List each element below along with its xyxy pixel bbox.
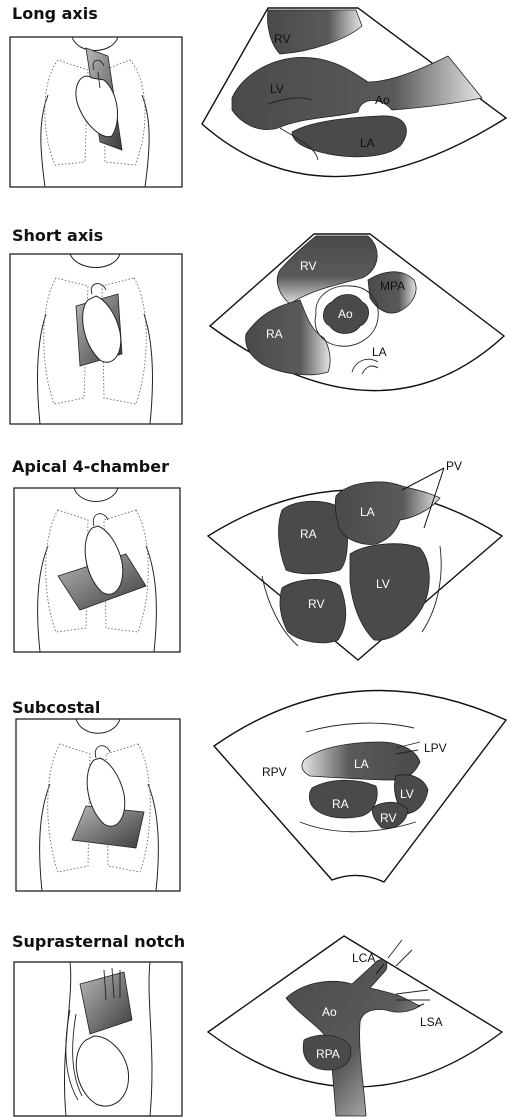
panel-short-axis: Short axis RV MPA Ao RA LA bbox=[0, 214, 514, 436]
label-rpa: RPA bbox=[316, 1047, 340, 1061]
echo-sector: RPV LPV LA RA LV RV bbox=[214, 690, 506, 882]
torso-illustration bbox=[10, 254, 182, 424]
echo-sector: LCA Ao LSA RPA bbox=[208, 936, 502, 1116]
suprasternal-notch-diagram: LCA Ao LSA RPA bbox=[0, 900, 514, 1120]
panel-apical-4-chamber: Apical 4-chamber PV LA RA LV RV bbox=[0, 436, 514, 668]
torso-illustration bbox=[16, 719, 180, 891]
label-mpa: MPA bbox=[380, 279, 405, 293]
echo-sector: PV LA RA LV RV bbox=[208, 459, 502, 660]
torso-illustration bbox=[14, 962, 182, 1116]
label-ao: Ao bbox=[322, 1005, 337, 1019]
label-ra: RA bbox=[266, 327, 283, 341]
label-pv: PV bbox=[446, 459, 462, 473]
label-lpv: LPV bbox=[424, 741, 447, 755]
label-la: LA bbox=[354, 757, 369, 771]
label-ao: Ao bbox=[375, 93, 390, 107]
torso-illustration bbox=[14, 488, 180, 652]
panel-long-axis: Long axis RV LV Ao LA bbox=[0, 0, 514, 214]
panel-subcostal: Subcostal RPV LPV LA RA LV RV bbox=[0, 668, 514, 900]
label-ra: RA bbox=[300, 527, 317, 541]
label-rv: RV bbox=[300, 259, 316, 273]
label-lv: LV bbox=[400, 787, 414, 801]
panel-suprasternal-notch: Suprasternal notch LCA Ao LSA RPA bbox=[0, 900, 514, 1120]
label-rv: RV bbox=[380, 811, 396, 825]
cavity-rv bbox=[280, 579, 346, 642]
torso-illustration bbox=[10, 37, 182, 187]
long-axis-diagram: RV LV Ao LA bbox=[0, 0, 514, 214]
apical-4-chamber-diagram: PV LA RA LV RV bbox=[0, 436, 514, 668]
label-lv: LV bbox=[270, 82, 284, 96]
echo-sector: RV MPA Ao RA LA bbox=[210, 234, 504, 391]
label-lca: LCA bbox=[352, 951, 375, 965]
label-ao: Ao bbox=[338, 307, 353, 321]
short-axis-diagram: RV MPA Ao RA LA bbox=[0, 214, 514, 436]
label-la: LA bbox=[360, 505, 375, 519]
label-la: LA bbox=[360, 136, 375, 150]
label-ra: RA bbox=[332, 797, 349, 811]
label-rpv: RPV bbox=[262, 765, 287, 779]
label-lsa: LSA bbox=[420, 1015, 443, 1029]
label-rv: RV bbox=[274, 32, 290, 46]
label-la: LA bbox=[372, 345, 387, 359]
label-lv: LV bbox=[376, 577, 390, 591]
label-rv: RV bbox=[308, 597, 324, 611]
subcostal-diagram: RPV LPV LA RA LV RV bbox=[0, 668, 514, 900]
echo-sector: RV LV Ao LA bbox=[202, 8, 506, 177]
